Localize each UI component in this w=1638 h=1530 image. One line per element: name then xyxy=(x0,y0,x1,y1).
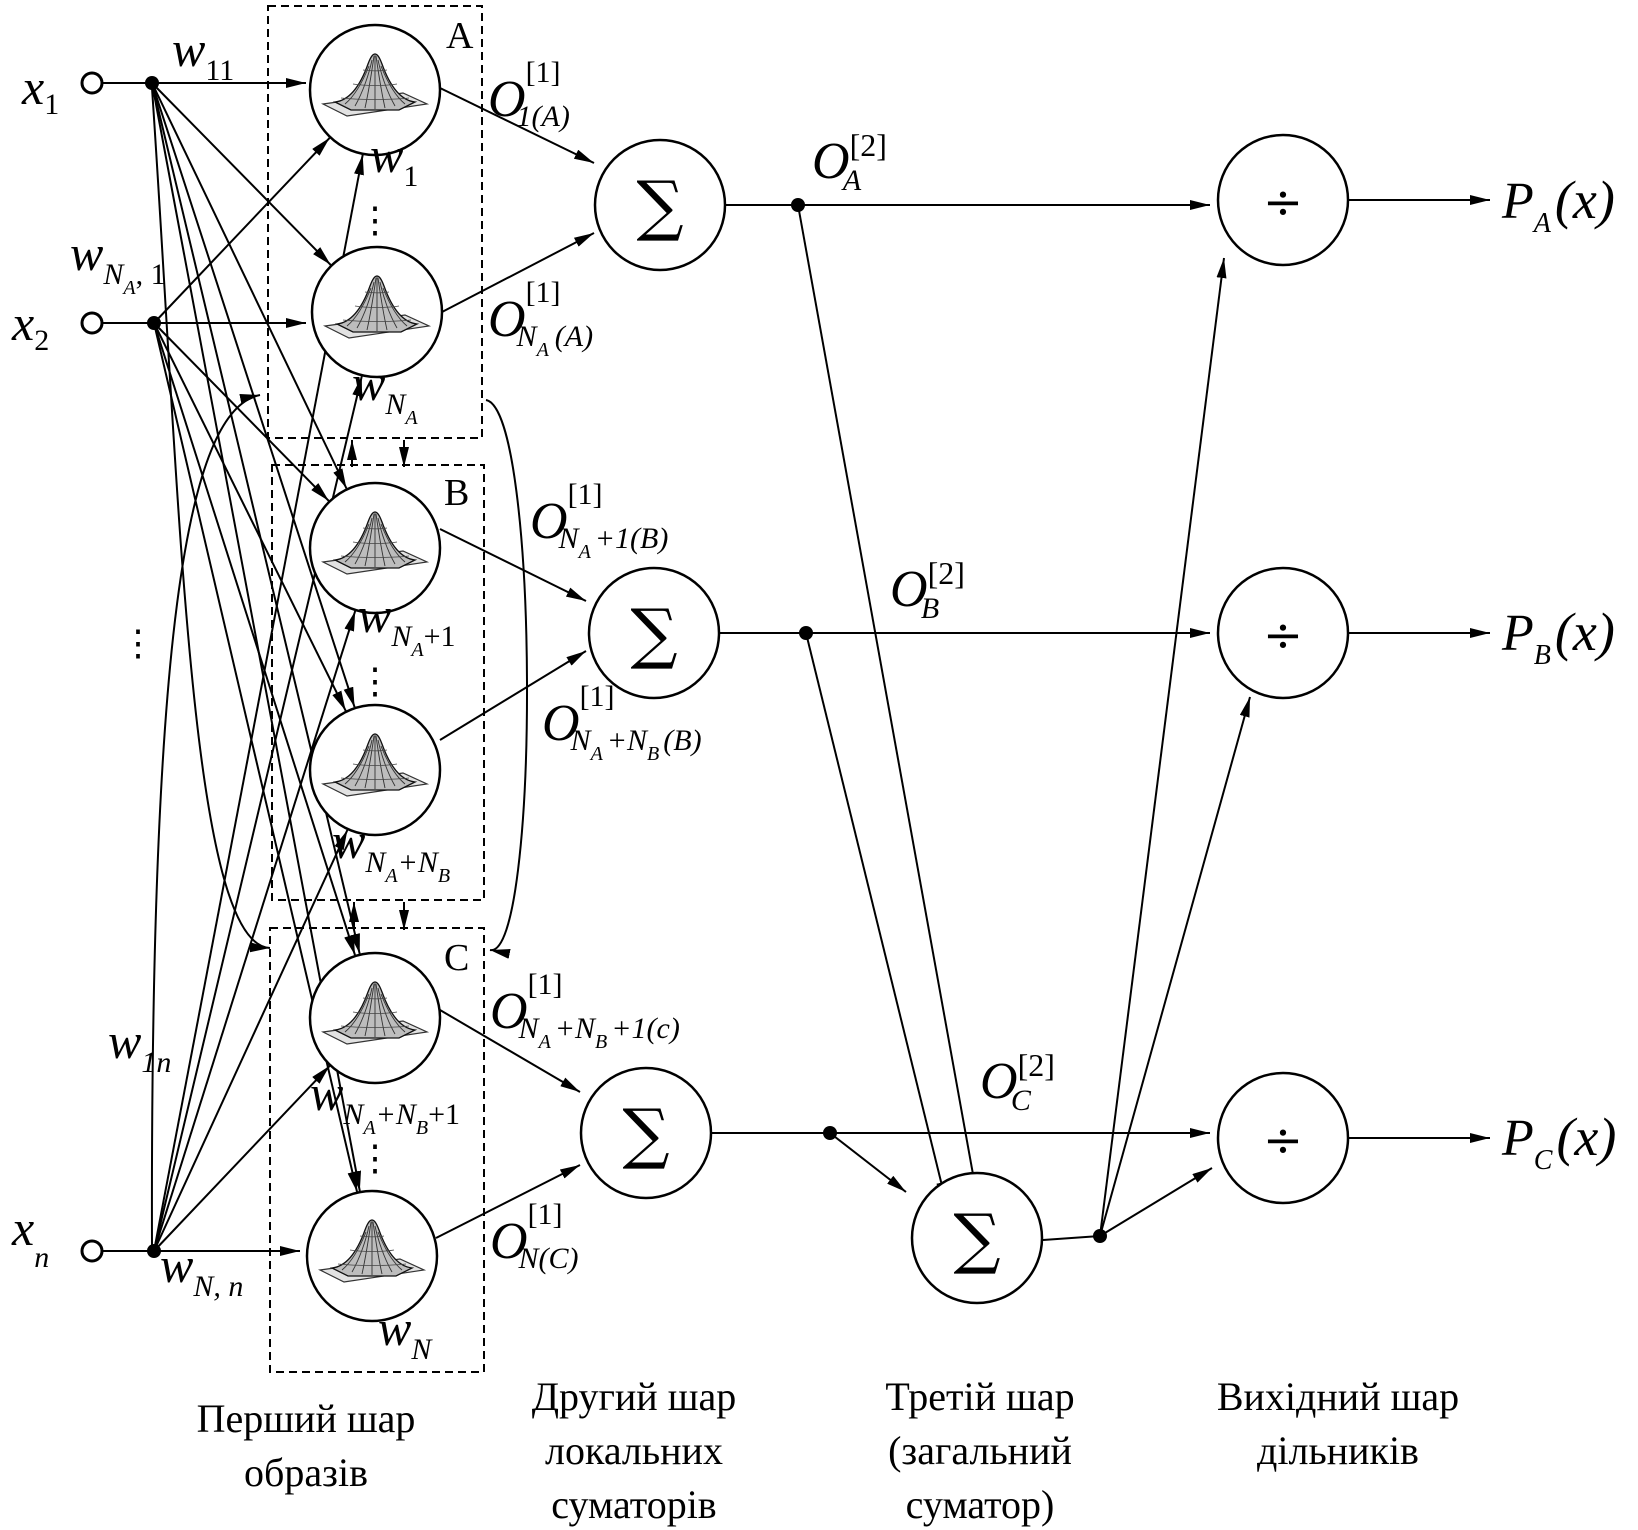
kernel-label-wn: wN xyxy=(378,1300,433,1366)
connection-x3-to-neuron-5 xyxy=(153,1065,331,1252)
kernel-neuron-na-nb-plus-1 xyxy=(308,951,442,1085)
connection-x1-to-neuron-2 xyxy=(151,82,332,266)
kernel-label-wnanb: wNA+NB xyxy=(332,813,450,887)
output-label-ona1b: O[1]NA+1(B) xyxy=(530,478,668,563)
group-letters: A B C xyxy=(444,15,474,979)
global-summator: ∑ xyxy=(910,1171,1044,1305)
kernel-neuron-1 xyxy=(308,23,442,157)
sum-symbol: ∑ xyxy=(953,1200,1000,1277)
output-label-ob: O[2]B xyxy=(890,555,965,625)
group-b-dots: ⋮ xyxy=(357,661,393,701)
layer1-output-labels: O[1]1(A) O[1]NA(A) O[1]NA+1(B) O[1]NA+NB… xyxy=(488,56,702,1275)
kernel-neuron-na-nb xyxy=(308,703,442,837)
input-terminal-x1 xyxy=(80,71,104,95)
local-summator-c: ∑ xyxy=(579,1066,713,1200)
kernel-neurons xyxy=(305,23,444,1323)
group-a-dots: ⋮ xyxy=(357,200,393,240)
weight-label-wna1: wNA, 1 xyxy=(70,225,166,299)
curve-xn-to-a xyxy=(150,394,261,1251)
output-label-onanbb: O[1]NA+NB(B) xyxy=(542,680,702,765)
sum-symbol: ∑ xyxy=(636,167,683,244)
connection-x2-to-neuron-4 xyxy=(153,322,347,712)
divider-c: ÷ xyxy=(1216,1071,1350,1205)
connection-x2-to-neuron-1 xyxy=(153,137,331,324)
group-letter-a: A xyxy=(446,15,474,57)
input-terminal-x2 xyxy=(80,311,104,335)
connection-x1-to-neuron-4 xyxy=(151,82,356,708)
kernel-label-w1: w1 xyxy=(370,127,418,193)
kernel-labels: w1 wNA wNA+1 wNA+NB wNA+NB+1 wN xyxy=(310,127,460,1366)
final-output-labels: PA(x) PB(x) PC(x) xyxy=(1501,170,1616,1176)
connection-x1-to-neuron-3 xyxy=(151,82,348,489)
input-label-x1: x1 xyxy=(21,59,59,121)
group-links xyxy=(150,87,528,1251)
inputs-dots: ⋮ xyxy=(120,623,156,663)
input-label-x2: x2 xyxy=(11,295,49,357)
div-symbol: ÷ xyxy=(1263,607,1303,663)
input-terminal-xn xyxy=(80,1239,104,1263)
div-symbol: ÷ xyxy=(1263,1112,1303,1168)
group-letter-b: B xyxy=(444,472,469,514)
kernel-label-wnanb1: wNA+NB+1 xyxy=(310,1065,460,1139)
input-terminals xyxy=(80,71,104,1263)
group-box-a xyxy=(267,5,483,439)
local-summator-a: ∑ xyxy=(593,138,727,272)
output-label-oa: O[2]A xyxy=(812,127,887,197)
output-label-oc: O[2]C xyxy=(980,1047,1055,1117)
group-letter-c: C xyxy=(444,937,469,979)
output-label-pb: PB(x) xyxy=(1501,602,1615,671)
output-label-onc: O[1]N(C) xyxy=(490,1198,579,1275)
local-summator-b: ∑ xyxy=(587,566,721,700)
output-label-onanb1c: O[1]NA+NB+1(c) xyxy=(490,968,680,1053)
output-label-o1a: O[1]1(A) xyxy=(488,56,570,133)
layer2-output-labels: O[2]A O[2]B O[2]C xyxy=(812,127,1055,1117)
div-symbol: ÷ xyxy=(1263,174,1303,230)
group-box-b xyxy=(271,464,485,901)
output-label-pa: PA(x) xyxy=(1501,170,1615,239)
layer1-to-layer2 xyxy=(435,87,595,1239)
divider-a: ÷ xyxy=(1216,133,1350,267)
kernel-neuron-na-plus-1 xyxy=(308,481,442,615)
kernel-label-wna1: wNA+1 xyxy=(358,587,456,661)
divider-b: ÷ xyxy=(1216,566,1350,700)
input-labels: x1 x2 xn xyxy=(11,59,59,1274)
input-connections xyxy=(151,82,364,1252)
junction-dots xyxy=(145,76,1107,1258)
weight-label-wnn: wN, n xyxy=(160,1237,243,1303)
group-boxes xyxy=(267,5,485,1373)
weight-label-w11: w11 xyxy=(172,21,234,87)
connection-x2-to-neuron-5 xyxy=(153,322,356,956)
connection-x3-to-neuron-4 xyxy=(153,829,349,1252)
group-box-c xyxy=(269,927,485,1373)
weight-label-w1n: w1n xyxy=(108,1013,171,1079)
group-c-dots: ⋮ xyxy=(357,1138,393,1178)
connection-x2-to-neuron-3 xyxy=(153,322,330,502)
curve-a-to-c xyxy=(485,399,528,959)
connection-x3-to-neuron-3 xyxy=(153,610,357,1252)
output-label-pc: PC(x) xyxy=(1501,1107,1616,1176)
summator-nodes: ∑ ∑ ∑ ∑ xyxy=(579,138,1044,1305)
kernel-label-wna: wNA xyxy=(352,355,418,429)
layer2-to-outputs xyxy=(712,195,1490,1241)
input-lines xyxy=(102,78,306,1256)
input-label-xn: xn xyxy=(11,1200,49,1274)
weight-labels: w11 wNA, 1 w1n wN, n xyxy=(70,21,243,1303)
kernel-neuron-n xyxy=(305,1189,439,1323)
sum-symbol: ∑ xyxy=(622,1095,669,1172)
divider-nodes: ÷ ÷ ÷ xyxy=(1216,133,1350,1205)
output-label-onaa: O[1]NA(A) xyxy=(488,276,593,361)
sum-symbol: ∑ xyxy=(630,595,677,672)
kernel-neuron-na xyxy=(310,245,444,379)
group-dots: ⋮ ⋮ ⋮ ⋮ xyxy=(120,200,393,1178)
curve-x1-to-c xyxy=(151,87,271,953)
